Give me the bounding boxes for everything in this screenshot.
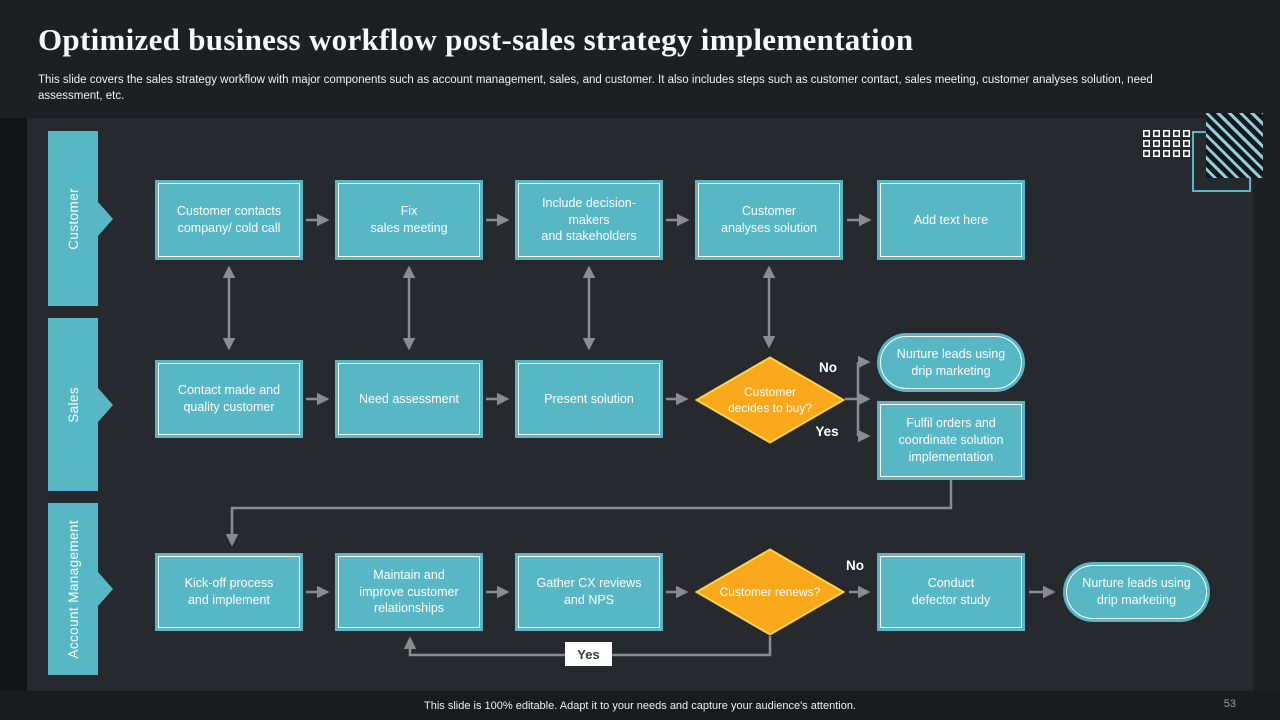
page-title: Optimized business workflow post-sales s… xyxy=(38,22,914,57)
branch-label-decides-yes: Yes xyxy=(815,424,839,439)
lane-customer-label: Customer xyxy=(65,187,81,250)
lane-pointer xyxy=(98,572,113,606)
striped-square-decoration xyxy=(1206,113,1263,178)
flow-node-include-decision-makers: Include decision- makers and stakeholder… xyxy=(515,180,663,260)
flow-node-conduct-defector-study: Conduct defector study xyxy=(877,553,1025,631)
page-number: 53 xyxy=(1223,698,1236,710)
lane-account-management-label: Account Management xyxy=(65,519,81,659)
footer-note: This slide is 100% editable. Adapt it to… xyxy=(424,699,856,712)
flow-node-maintain-relationships: Maintain and improve customer relationsh… xyxy=(335,553,483,631)
flow-node-contact-made: Contact made and quality customer xyxy=(155,360,303,438)
lane-sales-label: Sales xyxy=(65,386,81,423)
flow-node-customer-contacts: Customer contacts company/ cold call xyxy=(155,180,303,260)
flow-node-fulfil-orders: Fulfil orders and coordinate solution im… xyxy=(877,401,1025,480)
lane-pointer xyxy=(98,201,113,236)
branch-label-decides-no: No xyxy=(819,360,837,375)
slide-header: Optimized business workflow post-sales s… xyxy=(38,22,1248,104)
branch-label-renews-no: No xyxy=(846,558,864,573)
lane-pointer xyxy=(98,387,113,422)
dot-grid-decoration xyxy=(1143,130,1191,157)
decision-customer-renews: Customer renews? xyxy=(695,548,845,636)
flow-node-present-solution: Present solution xyxy=(515,360,663,438)
diamond-shape xyxy=(695,548,845,636)
flow-node-customer-analyses-solution: Customer analyses solution xyxy=(695,180,843,260)
lane-sales: Sales xyxy=(48,318,113,491)
flowchart-panel: Customer Sales Account Management xyxy=(27,118,1253,691)
left-margin-strip xyxy=(0,118,27,691)
flow-node-add-text-here: Add text here xyxy=(877,180,1025,260)
lane-account-management: Account Management xyxy=(48,503,113,675)
branch-label-renews-yes: Yes xyxy=(565,642,612,666)
footer-band: This slide is 100% editable. Adapt it to… xyxy=(0,691,1280,720)
diamond-shape xyxy=(695,356,845,444)
flow-node-gather-cx: Gather CX reviews and NPS xyxy=(515,553,663,631)
decision-customer-decides-to-buy: Customer decides to buy? xyxy=(695,356,845,444)
flow-node-kick-off: Kick-off process and implement xyxy=(155,553,303,631)
lane-customer: Customer xyxy=(48,131,113,306)
flow-node-fix-sales-meeting: Fix sales meeting xyxy=(335,180,483,260)
flow-node-nurture-leads-bottom: Nurture leads using drip marketing xyxy=(1063,562,1210,622)
slide-description: This slide covers the sales strategy wor… xyxy=(38,74,1153,103)
flow-node-need-assessment: Need assessment xyxy=(335,360,483,438)
flow-node-nurture-leads-top: Nurture leads using drip marketing xyxy=(877,333,1025,392)
